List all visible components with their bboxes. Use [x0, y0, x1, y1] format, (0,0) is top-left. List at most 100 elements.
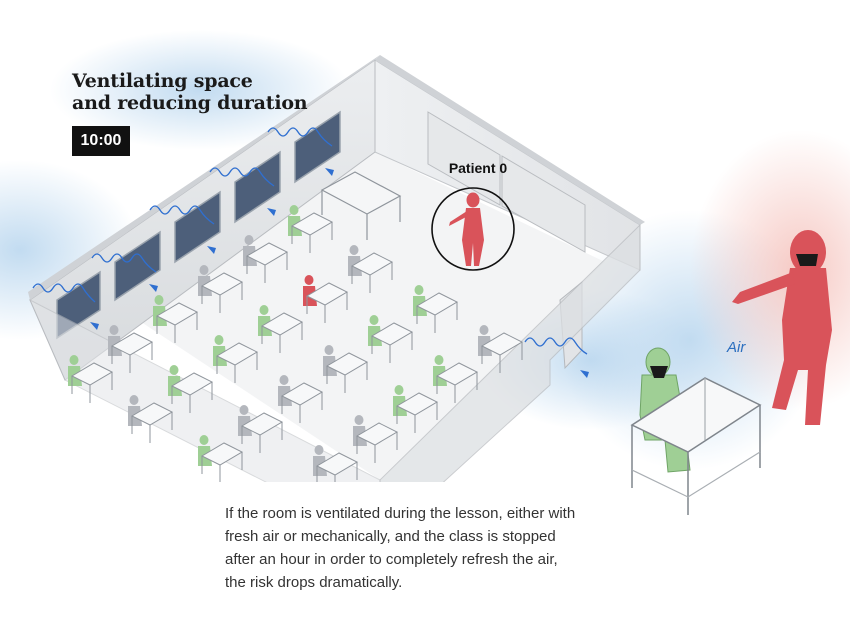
window — [174, 190, 221, 264]
student-figure — [394, 385, 404, 395]
student-figure — [354, 415, 364, 425]
chalkboard — [427, 111, 501, 206]
student-desk — [213, 335, 259, 383]
airflow-arrow-icon — [149, 205, 215, 225]
patient-zero-marker — [431, 187, 515, 271]
student-desk — [393, 385, 439, 433]
student-figure — [414, 285, 424, 295]
desk-legs — [481, 342, 523, 373]
desk-legs — [201, 452, 243, 483]
desk — [630, 377, 762, 515]
face-mask — [796, 254, 818, 266]
desk-legs — [281, 392, 323, 423]
desk-legs — [261, 322, 303, 353]
window — [114, 230, 161, 302]
desk-legs — [436, 372, 478, 403]
caption-box: If the room is ventilated during the les… — [205, 482, 605, 600]
patient-zero-figure — [449, 192, 484, 266]
student-desk — [413, 285, 459, 333]
student-desk — [478, 325, 524, 373]
airflow-arrow-icon — [91, 253, 157, 273]
student-desk — [168, 365, 214, 413]
circle-marker-icon — [431, 187, 515, 271]
student-figure — [109, 325, 119, 335]
desk-legs — [71, 372, 113, 403]
student-figure — [154, 295, 164, 305]
student-figure — [369, 315, 379, 325]
student-figure — [349, 245, 359, 255]
student-desk — [198, 265, 244, 313]
desk-legs — [306, 292, 348, 323]
student-desk — [313, 445, 359, 493]
teacher-desk — [320, 171, 402, 240]
student-figure — [304, 275, 314, 285]
student-figure — [434, 355, 444, 365]
chalkboard — [501, 155, 586, 253]
window — [234, 150, 281, 224]
student-figure — [199, 265, 209, 275]
student-desk — [128, 395, 174, 443]
student-desk — [278, 375, 324, 423]
student-figure — [69, 355, 79, 365]
student-figure — [239, 405, 249, 415]
student-desk — [153, 295, 199, 343]
window — [294, 110, 341, 184]
desk-legs — [216, 352, 258, 383]
desk-legs — [326, 362, 368, 393]
student-desk — [108, 325, 154, 373]
desk-legs — [246, 252, 288, 283]
airflow-arrowheads — [90, 168, 589, 378]
student-figure — [129, 395, 139, 405]
face-mask — [650, 366, 668, 378]
student-figure — [169, 365, 179, 375]
airflow-arrow-icon — [524, 337, 588, 355]
student-desk — [348, 245, 394, 293]
timer-badge: 10:00 — [72, 126, 130, 156]
student-desk — [433, 355, 479, 403]
desk-legs — [351, 262, 393, 293]
desk-legs — [171, 382, 213, 413]
student-figure — [214, 335, 224, 345]
student-desk — [68, 355, 114, 403]
student-desk — [368, 315, 414, 363]
student-figure — [479, 325, 489, 335]
caption-text: If the room is ventilated during the les… — [225, 505, 576, 591]
student-desk — [303, 275, 349, 323]
classroom-room — [28, 55, 645, 542]
desk-legs — [291, 222, 333, 253]
student-desk — [288, 205, 334, 253]
student-figure — [324, 345, 334, 355]
desk-legs — [241, 422, 283, 453]
desk-legs — [131, 412, 173, 443]
student-desks — [68, 205, 524, 493]
desk-legs — [156, 312, 198, 343]
student-figure — [279, 375, 289, 385]
air-label: Air — [727, 339, 746, 356]
student-at-desk-closeup — [630, 347, 762, 515]
student-desk — [323, 345, 369, 393]
patient-zero-label: Patient 0 — [448, 160, 508, 176]
student-desk — [238, 405, 284, 453]
airflow-arrow-icon — [32, 283, 96, 303]
student-desk — [198, 435, 244, 483]
desk-legs — [371, 332, 413, 363]
student-desk — [243, 235, 289, 283]
desk-legs — [396, 402, 438, 433]
desk-legs — [356, 432, 398, 463]
patient-zero-closeup — [732, 230, 832, 425]
student-figure — [259, 305, 269, 315]
desk-legs — [111, 342, 153, 373]
airflow-arrow-icon — [267, 127, 333, 147]
airflow-arrows — [32, 127, 588, 355]
page-title: Ventilating space and reducing duration — [72, 70, 308, 114]
student-figure — [244, 235, 254, 245]
student-figure — [199, 435, 209, 445]
desk-legs — [416, 302, 458, 333]
student-figure — [289, 205, 299, 215]
student-figure — [314, 445, 324, 455]
student-desk — [258, 305, 304, 353]
desk-legs — [201, 282, 243, 313]
student-desk — [353, 415, 399, 463]
airflow-arrow-icon — [209, 167, 275, 187]
